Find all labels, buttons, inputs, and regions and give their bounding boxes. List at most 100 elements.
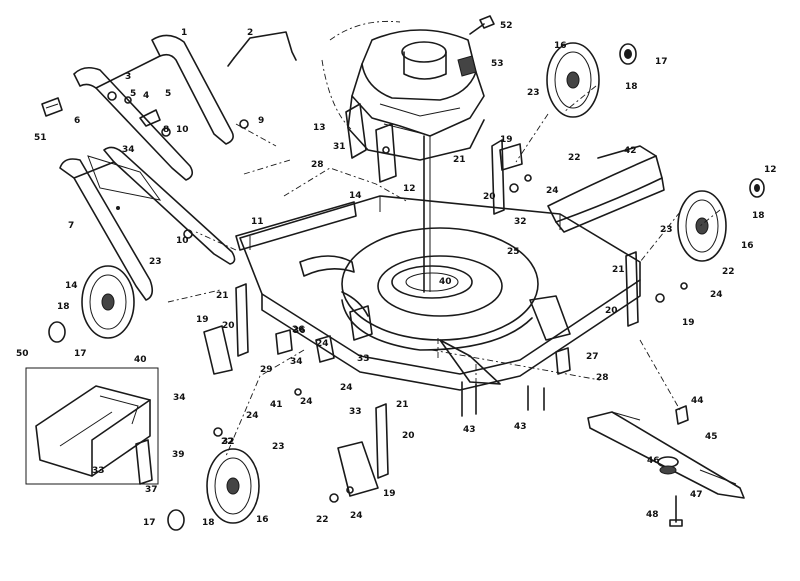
label-33c: 33 — [92, 466, 105, 476]
label-17c: 17 — [143, 518, 156, 528]
wheel-front-right — [677, 190, 727, 262]
label-17: 17 — [655, 57, 668, 67]
label-21d: 21 — [396, 400, 409, 410]
adjuster-20-bottom — [329, 403, 389, 503]
blade-bolt — [669, 495, 683, 527]
label-20d: 20 — [402, 431, 415, 441]
label-37: 37 — [145, 485, 158, 495]
label-31: 31 — [333, 142, 346, 152]
label-16b: 16 — [741, 241, 754, 251]
fuel-cap — [469, 15, 495, 35]
label-18c: 18 — [57, 302, 70, 312]
hubcap-17-right — [749, 178, 765, 198]
label-48: 48 — [646, 510, 659, 520]
parts-box-50 — [25, 367, 159, 485]
label-19c: 19 — [196, 315, 209, 325]
label-3: 3 — [125, 72, 131, 82]
label-23c: 23 — [149, 257, 162, 267]
label-16c: 16 — [256, 515, 269, 525]
label-23: 23 — [527, 88, 540, 98]
label-24: 24 — [546, 186, 559, 196]
mower-deck — [239, 195, 641, 391]
label-32b: 32 — [222, 437, 235, 447]
label-10b: 10 — [176, 236, 189, 246]
label-13: 13 — [313, 123, 326, 133]
label-16: 16 — [554, 41, 567, 51]
label-21c: 21 — [216, 291, 229, 301]
wheel-rear-left — [81, 265, 135, 339]
label-20c: 20 — [222, 321, 235, 331]
label-41: 41 — [270, 400, 283, 410]
label-43b: 43 — [514, 422, 527, 432]
handle-hardware — [107, 91, 249, 239]
label-24f: 24 — [340, 383, 353, 393]
label-45: 45 — [705, 432, 718, 442]
label-50: 50 — [16, 349, 29, 359]
label-20: 20 — [483, 192, 496, 202]
label-40: 40 — [439, 277, 452, 287]
label-34b: 34 — [173, 393, 186, 403]
blade-adapter — [657, 456, 679, 475]
bracket-31 — [345, 103, 367, 159]
label-23b: 23 — [660, 225, 673, 235]
centerlines — [167, 85, 721, 457]
label-22b: 22 — [722, 267, 735, 277]
label-34: 34 — [122, 145, 135, 155]
label-22c: 22 — [221, 437, 234, 447]
label-24c: 24 — [246, 411, 259, 421]
label-17b: 17 — [74, 349, 87, 359]
label-18b: 18 — [752, 211, 765, 221]
label-7: 7 — [68, 221, 74, 231]
deck-rear-baffle — [235, 201, 357, 251]
label-22: 22 — [568, 153, 581, 163]
label-24b: 24 — [710, 290, 723, 300]
adjuster-20-top — [491, 139, 532, 215]
label-52: 52 — [500, 21, 513, 31]
label-25: 25 — [507, 247, 520, 257]
label-21: 21 — [453, 155, 466, 165]
label-26: 26 — [292, 325, 305, 335]
label-43: 43 — [463, 425, 476, 435]
label-1: 1 — [181, 28, 187, 38]
blade-washer — [675, 405, 689, 425]
hubcap-17-top — [619, 43, 637, 65]
label-47: 47 — [690, 490, 703, 500]
label-40b: 40 — [134, 355, 147, 365]
label-24e: 24 — [300, 397, 313, 407]
wheel-front-left — [206, 448, 260, 524]
lower-handle — [59, 146, 236, 301]
hubcap-17-left — [48, 321, 66, 343]
upper-handle — [73, 34, 234, 181]
label-32: 32 — [514, 217, 527, 227]
blade — [587, 411, 745, 499]
label-33: 33 — [357, 354, 370, 364]
label-14: 14 — [65, 281, 78, 291]
label-9: 9 — [258, 116, 264, 126]
small-parts-cluster — [213, 291, 571, 437]
label-18d: 18 — [202, 518, 215, 528]
label-21b: 21 — [612, 265, 625, 275]
label-19b: 19 — [682, 318, 695, 328]
label-23d: 23 — [272, 442, 285, 452]
label-53: 53 — [491, 59, 504, 69]
adjuster-20-right — [625, 251, 688, 327]
label-14b: 14 — [349, 191, 362, 201]
label-10: 10 — [176, 125, 189, 135]
label-28: 28 — [311, 160, 324, 170]
wheel-rear-right — [546, 42, 600, 118]
label-42: 42 — [624, 146, 637, 156]
label-12b: 12 — [764, 165, 777, 175]
label-46: 46 — [647, 456, 660, 466]
label-4: 4 — [143, 91, 149, 101]
label-18: 18 — [625, 82, 638, 92]
grass-bag-outline — [235, 123, 409, 203]
discharge-chute — [547, 145, 665, 233]
label-5: 5 — [130, 89, 136, 99]
label-24d: 24 — [350, 511, 363, 521]
label-11: 11 — [251, 217, 264, 227]
bracket-28-left — [375, 123, 397, 183]
label-8: 8 — [163, 125, 169, 135]
label-12: 12 — [403, 184, 416, 194]
label-39: 39 — [172, 450, 185, 460]
adjuster-20-left — [203, 283, 249, 375]
